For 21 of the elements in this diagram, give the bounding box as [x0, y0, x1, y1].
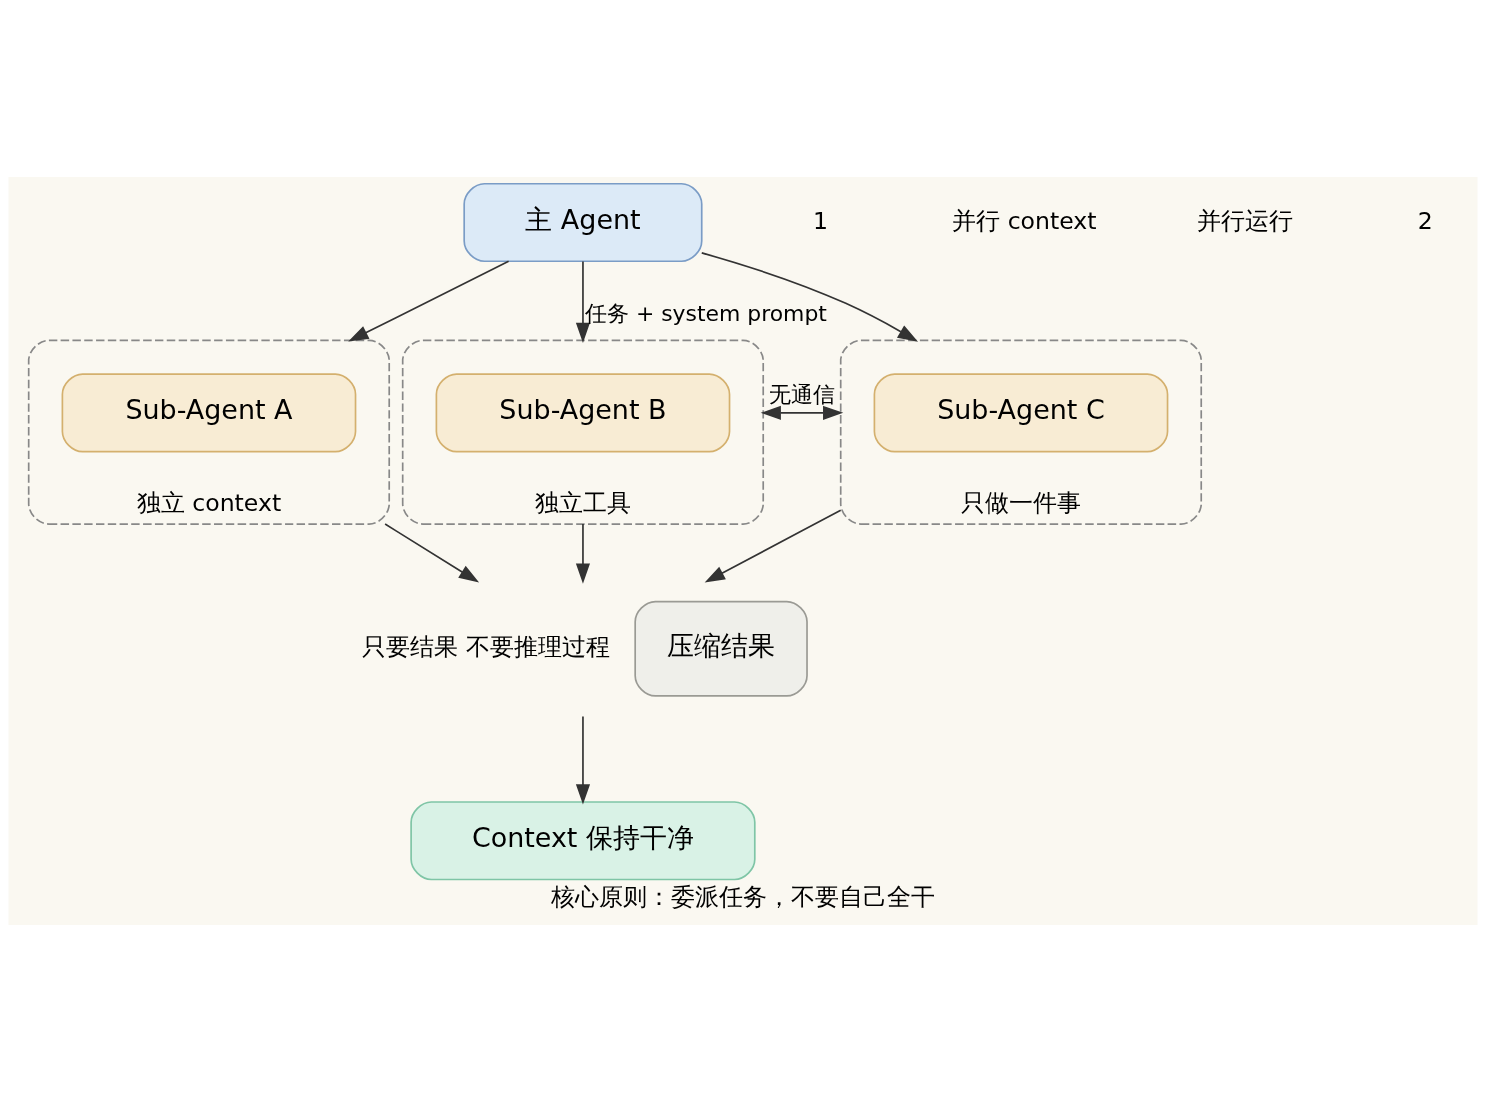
edge-label: 任务 + system prompt: [584, 300, 827, 326]
caption: 核心原则：委派任务，不要自己全干: [551, 883, 935, 912]
arrow: [575, 715, 591, 805]
arrow: [384, 523, 480, 583]
arrow: [575, 523, 591, 584]
node-label: 只要结果 不要推理过程: [362, 632, 610, 661]
label: 1: [812, 206, 828, 235]
arrow: [760, 405, 844, 420]
node-box: Sub-Agent A: [61, 373, 357, 453]
edge-label: 无通信: [768, 381, 835, 407]
label: 2: [1417, 206, 1433, 235]
label: 并行 context: [952, 206, 1097, 235]
arrow: [348, 260, 510, 342]
node-box: 主 Agent: [463, 182, 703, 263]
arrow: [704, 509, 842, 583]
node-box: Sub-Agent B: [435, 373, 731, 453]
node-box: Context 保持干净: [410, 801, 756, 881]
label: 并行运行: [1197, 206, 1294, 235]
arrow: [700, 252, 919, 342]
arrow: [575, 260, 591, 343]
node-box: Sub-Agent C: [873, 373, 1169, 453]
